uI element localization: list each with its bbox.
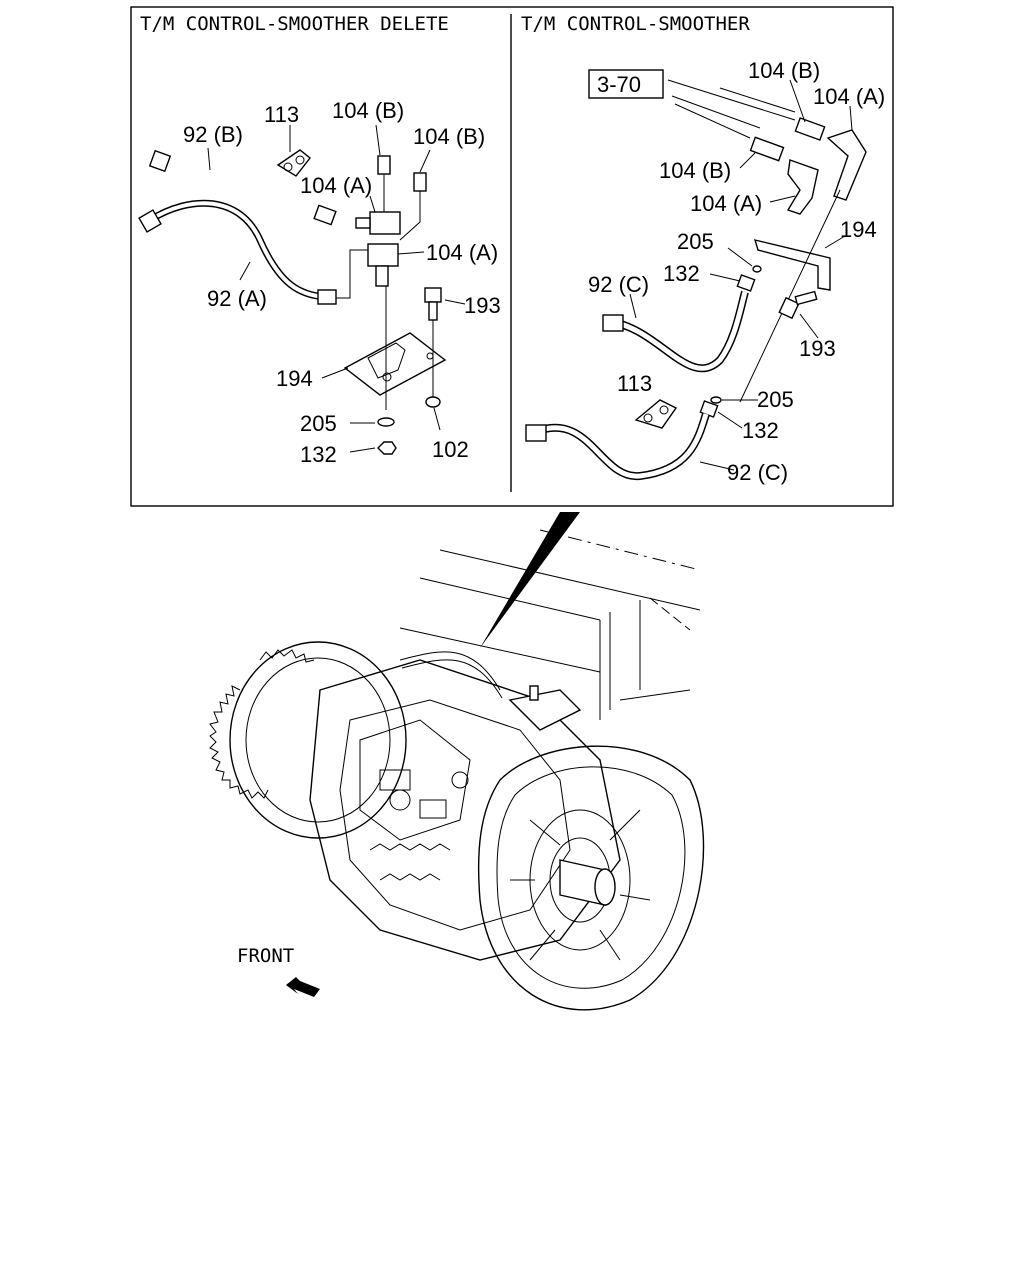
right-connector-104b-1 <box>794 117 826 141</box>
right-washer-205-1 <box>752 265 762 273</box>
label-132-right-1: 132 <box>663 261 700 286</box>
label-193-right: 193 <box>799 336 836 361</box>
ref-box-3-70: 3-70 <box>588 69 664 99</box>
label-205-left: 205 <box>300 411 337 436</box>
left-leader-92a <box>336 249 368 299</box>
left-hose-92b <box>148 149 337 226</box>
label-92c-right-2: 92 (C) <box>727 460 788 485</box>
diagram-frame <box>130 6 894 507</box>
front-arrow-icon <box>286 977 320 997</box>
label-193-left: 193 <box>464 293 501 318</box>
label-132-right-2: 132 <box>742 418 779 443</box>
left-bolt-193 <box>424 287 442 321</box>
right-elbow-104a-2 <box>786 159 819 215</box>
right-connector-104b-2 <box>749 136 785 162</box>
left-hose-92a <box>138 199 337 305</box>
label-194-left: 194 <box>276 366 313 391</box>
right-hose-92c-2 <box>525 412 710 481</box>
label-104a-right-2: 104 (A) <box>690 191 762 216</box>
right-nut-132-1 <box>736 274 756 292</box>
ref-box-label: 3-70 <box>597 72 641 97</box>
label-92a: 92 (A) <box>207 286 267 311</box>
left-connector-104b-1 <box>377 155 391 212</box>
right-panel-title: T/M CONTROL-SMOOTHER <box>521 13 750 35</box>
right-washer-205-2 <box>710 396 722 404</box>
label-113-left: 113 <box>264 102 299 127</box>
left-nut-102 <box>425 396 441 408</box>
frame-rail <box>399 529 701 720</box>
left-connector-104b-2 <box>399 172 427 241</box>
label-104a-right-1: 104 (A) <box>813 84 885 109</box>
left-washer-205 <box>377 417 395 427</box>
label-104a-left-1: 104 (A) <box>300 173 372 198</box>
label-104b-right-1: 104 (B) <box>748 58 820 83</box>
label-104a-left-2: 104 (A) <box>426 240 498 265</box>
left-leaders <box>207 124 466 453</box>
label-194-right: 194 <box>840 217 877 242</box>
label-92c-right-1: 92 (C) <box>588 272 649 297</box>
right-clip-113 <box>634 399 678 429</box>
label-104b-right-2: 104 (B) <box>659 158 731 183</box>
transmission-assembly <box>209 641 705 1011</box>
right-pipe-pair <box>667 79 796 139</box>
label-132-left: 132 <box>300 442 337 467</box>
left-tee-104a <box>355 211 401 287</box>
label-102: 102 <box>432 437 469 462</box>
front-label: FRONT <box>237 945 294 967</box>
label-104b-left-2: 104 (B) <box>413 124 485 149</box>
left-clip-113 <box>276 149 311 177</box>
right-bolt-193 <box>778 290 818 320</box>
right-elbow-104a-1 <box>826 129 867 201</box>
right-leaders <box>629 79 853 471</box>
label-104b-left-1: 104 (B) <box>332 98 404 123</box>
pointer-wedge <box>480 512 580 648</box>
label-92b: 92 (B) <box>183 122 243 147</box>
label-205-right-1: 205 <box>677 229 714 254</box>
right-centerline <box>739 189 841 403</box>
left-bracket-194 <box>343 332 447 396</box>
right-hose-92c-1 <box>602 290 749 373</box>
left-nut-132 <box>377 441 397 455</box>
left-panel-title: T/M CONTROL-SMOOTHER DELETE <box>140 13 449 35</box>
label-205-right-2: 205 <box>757 387 794 412</box>
label-113-right: 113 <box>617 371 652 396</box>
right-bracket-194 <box>753 239 831 291</box>
